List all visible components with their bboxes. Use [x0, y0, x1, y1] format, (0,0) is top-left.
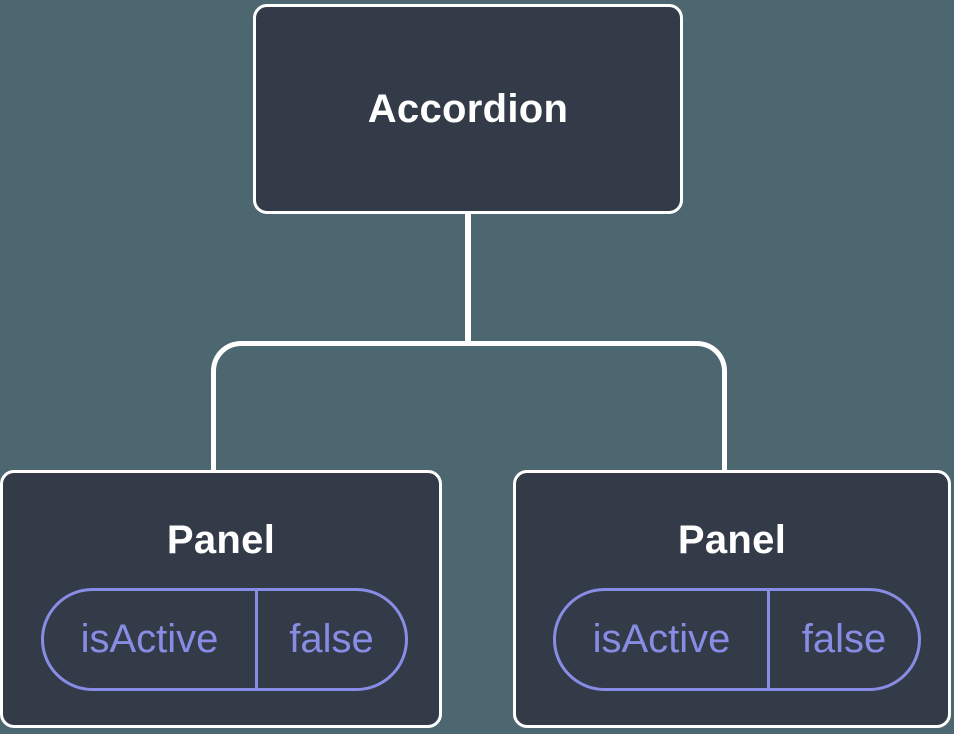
panel-right-state-value: false	[801, 617, 887, 661]
panel-left-state-pill: isActive false	[41, 588, 408, 691]
panel-node-right: Panel isActive false	[513, 470, 951, 728]
connector-stem-line	[465, 212, 471, 345]
panel-left-state-key: isActive	[44, 591, 258, 688]
panel-node-left: Panel isActive false	[0, 470, 442, 728]
accordion-node: Accordion	[253, 4, 683, 214]
panel-left-state-value: false	[289, 617, 374, 661]
connector-branch-lines	[211, 341, 727, 470]
panel-right-state-pill: isActive false	[553, 588, 921, 691]
panel-right-state-key: isActive	[556, 591, 770, 688]
panel-right-label: Panel	[677, 518, 787, 562]
panel-left-label: Panel	[166, 518, 276, 562]
accordion-label: Accordion	[367, 87, 569, 131]
